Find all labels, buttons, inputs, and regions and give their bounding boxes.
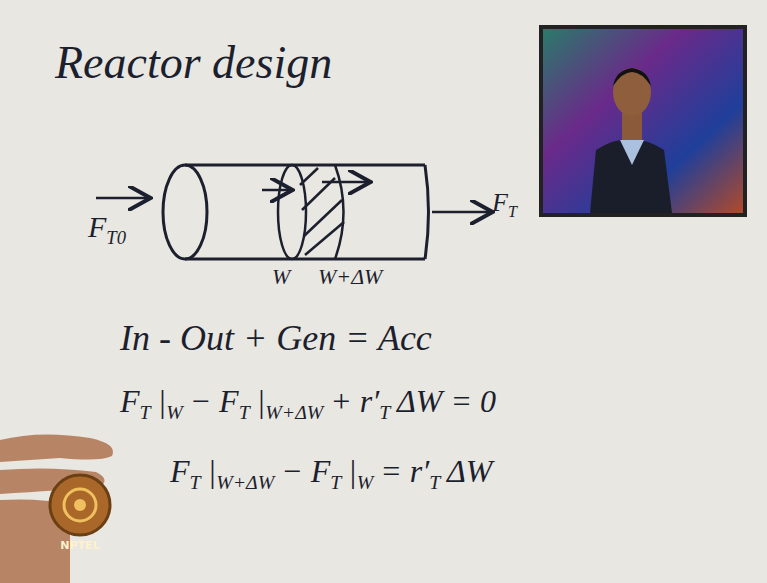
label-text: In - Out + Gen = Acc (120, 318, 432, 358)
inlet-flow: FT0 (88, 212, 126, 247)
label-text: NPTEL (60, 539, 99, 552)
label-text: ΔW (447, 453, 492, 489)
label-text: W (272, 264, 290, 289)
balance-equation: FT|W− FT|W+ΔW+ r′TΔW = 0 (120, 385, 496, 423)
label-text: F (88, 210, 106, 243)
label-text: F (492, 188, 508, 217)
label-text: | (157, 383, 166, 419)
nptel-logo (50, 475, 110, 535)
balance-equation: FT|W+ΔW− FT|W= r′TΔW (170, 455, 492, 493)
subscript: W+ΔW (265, 401, 323, 423)
slide-title: Reactor design (55, 40, 332, 86)
position-label: W+ΔW (318, 266, 382, 288)
label-text: | (348, 453, 357, 489)
label-text: | (207, 453, 216, 489)
label-text: | (256, 383, 265, 419)
subscript: W+ΔW (216, 471, 274, 493)
subscript: T (508, 203, 517, 220)
title-text: Reactor design (55, 37, 332, 88)
logo-text: NPTEL (60, 540, 99, 551)
label-text: F (170, 453, 190, 489)
outlet-flow: FT (492, 190, 517, 220)
balance-equation: In - Out + Gen = Acc (120, 320, 432, 356)
subscript: T (239, 401, 250, 423)
label-text: W+ΔW (318, 264, 382, 289)
subscript: T (140, 401, 151, 423)
subscript: W (357, 471, 374, 493)
subscript: T (379, 401, 390, 423)
position-label: W (272, 266, 290, 288)
subscript: T (190, 471, 201, 493)
label-text: = r′ (380, 453, 429, 489)
hand (0, 434, 113, 583)
flow-arrows (96, 182, 490, 212)
label-text: F (120, 383, 140, 419)
label-text: ΔW = 0 (397, 383, 496, 419)
subscript: T (330, 471, 341, 493)
video-inset (539, 25, 747, 217)
label-text: + r′ (330, 383, 379, 419)
label-text: − F (190, 383, 239, 419)
subscript: T0 (106, 227, 126, 248)
reactor-tube (163, 165, 429, 259)
subscript: T (429, 471, 440, 493)
label-text: − F (281, 453, 330, 489)
subscript: W (166, 401, 183, 423)
